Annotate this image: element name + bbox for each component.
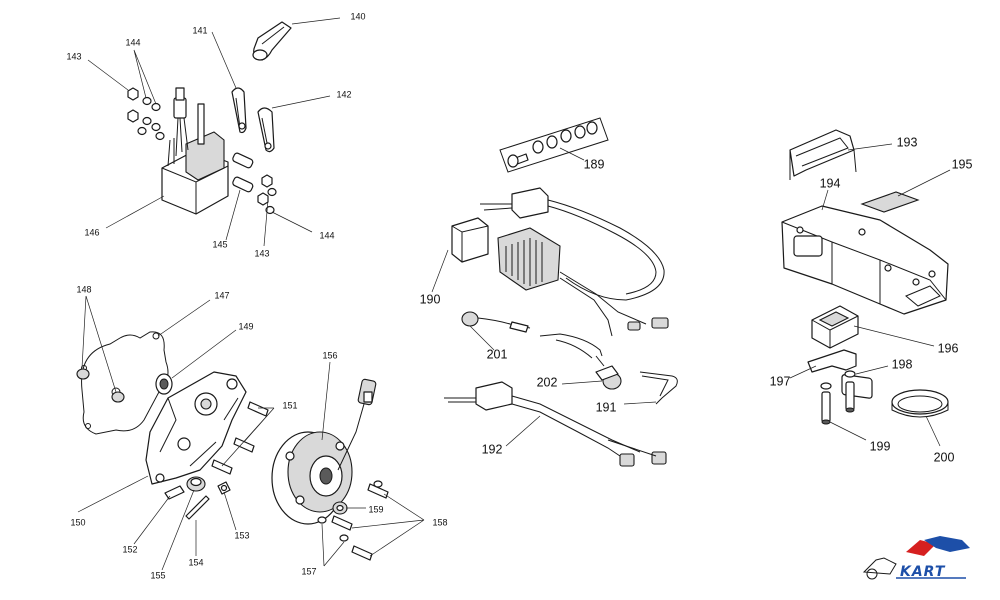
label-191: 191 [596,400,617,414]
sensor-202 [595,355,622,390]
label-195: 195 [952,157,973,171]
spark-plug-cap [252,21,292,61]
label-146: 146 [84,227,99,237]
label-156: 156 [322,350,337,360]
clip-197 [807,349,857,373]
label-199: 199 [870,439,891,453]
washer-198 [820,370,856,390]
label-153: 153 [234,530,249,540]
label-200: 200 [934,450,955,464]
pin-154 [185,495,210,520]
ignition-coil [161,87,229,215]
label-141: 141 [192,25,207,35]
label-144: 144 [125,37,140,47]
ignition-coil-group [127,21,292,215]
label-154: 154 [188,557,203,567]
label-196: 196 [938,341,959,355]
handle-193 [789,129,857,180]
oil-seal [155,373,173,395]
label-202: 202 [537,375,558,389]
label-144: 144 [319,230,334,240]
bolt-152 [164,485,185,500]
bolts-199 [821,381,855,425]
flywheel-rotor [271,378,377,525]
bolts-158 [331,480,389,561]
bracket-group [781,129,949,425]
screw-washer-set [499,117,609,173]
label-159: 159 [368,504,383,514]
bushing-148-a [76,368,90,380]
leader-lines [77,17,951,571]
label-145: 145 [212,239,227,249]
part-labels-middle: 189 190 191 192 201 202 [420,157,617,456]
bolts-151 [211,401,269,475]
nuts-washers-top [127,87,165,141]
label-155: 155 [150,570,165,580]
stator-group [76,331,389,561]
nuts-washers-right [257,174,277,215]
washers-157 [317,516,349,542]
stator-housing [145,371,247,485]
logo-red-swoosh [906,540,936,556]
label-158: 158 [432,517,447,527]
label-190: 190 [420,292,441,306]
spring-clip [639,371,678,405]
label-143: 143 [66,51,81,61]
logo-kart-text: KART [900,564,946,580]
cap-155 [186,476,206,492]
label-193: 193 [897,135,918,149]
spacer-bolts-145 [232,152,254,193]
label-149: 149 [238,321,253,331]
label-151: 151 [282,400,297,410]
fitting-153 [217,481,231,495]
label-140: 140 [350,11,365,21]
gasket [81,331,169,435]
label-194: 194 [820,176,841,190]
label-192: 192 [482,442,503,456]
clamp-block [811,305,859,349]
label-150: 150 [70,517,85,527]
mounting-bracket [781,205,949,399]
part-labels-right: 193 194 195 196 197 198 199 200 [770,135,973,464]
label-142: 142 [336,89,351,99]
label-198: 198 [892,357,913,371]
plate-195 [860,191,920,213]
label-148: 148 [76,284,91,294]
wire-clip-141 [231,87,247,134]
brand-logo: KART [862,536,970,580]
label-152: 152 [122,544,137,554]
label-147: 147 [214,290,229,300]
part-labels-left: 140 141 142 143 144 143 144 145 146 147 … [66,11,447,580]
label-189: 189 [584,157,605,171]
wire-clip-142 [257,107,275,153]
strap-ring-200 [891,389,949,418]
nut-159 [332,501,348,515]
lower-harness [444,381,667,467]
label-201: 201 [487,347,508,361]
bushing-148-b [111,391,125,403]
label-157: 157 [301,566,316,576]
label-143: 143 [254,248,269,258]
logo-blue-mark [924,536,970,552]
sensor-201 [461,311,531,333]
regulator-rectifier [451,187,669,359]
label-197: 197 [770,374,791,388]
wiring-harness-group [444,117,678,467]
